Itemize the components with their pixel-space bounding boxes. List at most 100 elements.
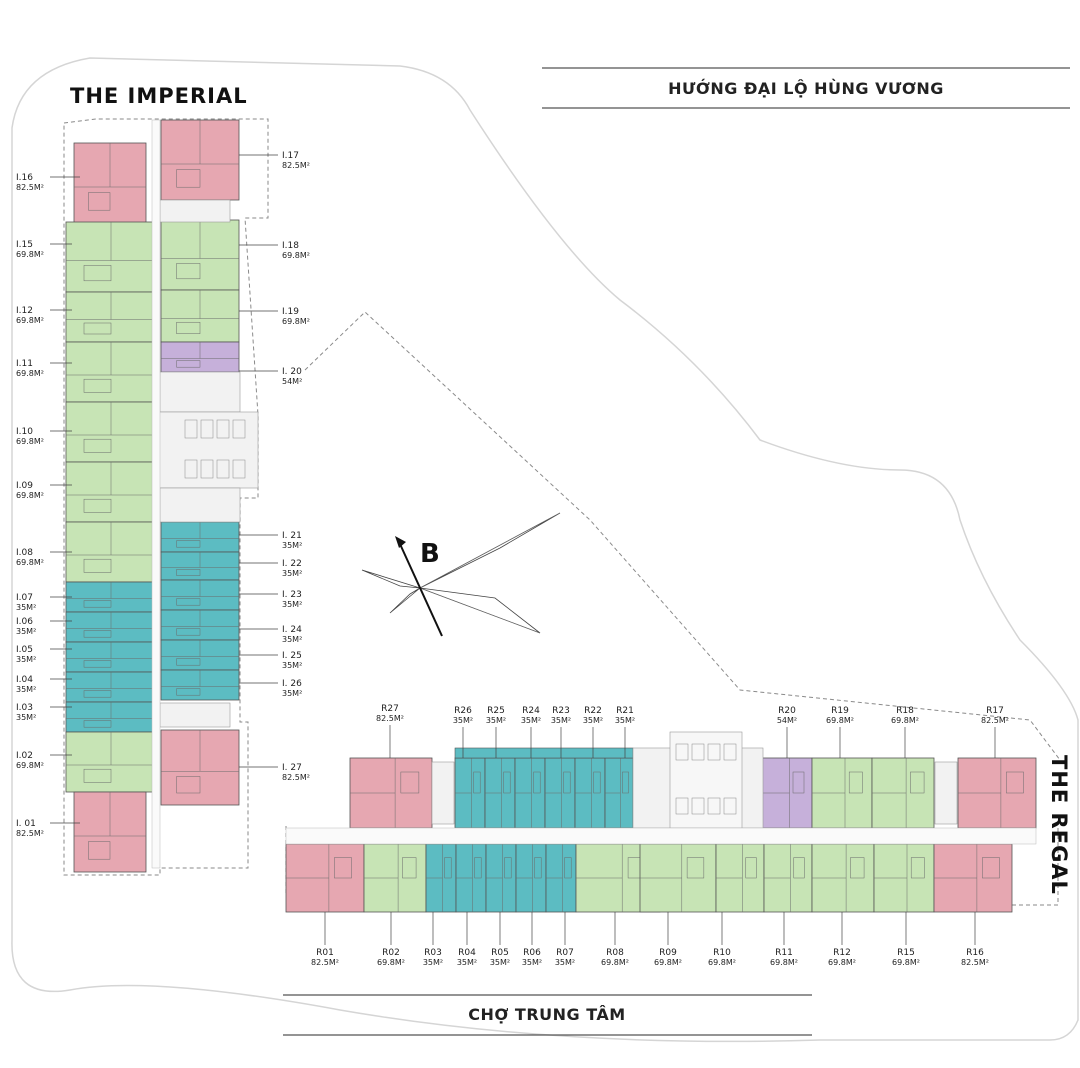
unit-code: R06 [523,948,541,958]
unit-r18[interactable] [871,757,935,829]
unit-r23[interactable] [544,757,576,829]
unit-area: 35M² [282,569,302,578]
unit-i27[interactable] [160,729,240,806]
unit-area: 35M² [282,661,302,670]
unit-code: I.19 [282,307,299,317]
unit-code: R18 [896,706,914,716]
unit-i18[interactable] [160,219,240,291]
unit-i05[interactable] [65,641,157,673]
unit-i21[interactable] [160,521,240,553]
unit-r11[interactable] [763,843,813,913]
unit-i01[interactable] [73,791,147,873]
unit-r20[interactable] [761,757,813,829]
unit-code: R11 [775,948,793,958]
unit-area: 35M² [16,713,36,722]
unit-code: I.04 [16,675,33,685]
unit-r09[interactable] [639,843,717,913]
unit-area: 69.8M² [891,716,919,725]
unit-area: 35M² [282,635,302,644]
unit-area: 82.5M² [282,161,310,170]
unit-r12[interactable] [811,843,875,913]
unit-i17[interactable] [160,119,240,201]
unit-i10[interactable] [65,401,157,463]
unit-code: I.10 [16,427,33,437]
unit-r10[interactable] [715,843,765,913]
imperial-title: THE IMPERIAL [70,84,248,108]
compass-arrow-icon [395,536,406,548]
unit-r22[interactable] [574,757,606,829]
unit-i06[interactable] [65,611,157,643]
unit-code: R08 [606,948,624,958]
unit-r24[interactable] [514,757,546,829]
unit-area: 82.5M² [311,958,339,967]
unit-code: I.07 [16,593,33,603]
unit-r04[interactable] [455,843,487,913]
unit-r02[interactable] [363,843,427,913]
unit-i22[interactable] [160,551,240,581]
unit-r17[interactable] [957,757,1037,829]
unit-code: R19 [831,706,849,716]
unit-area: 69.8M² [282,317,310,326]
unit-code: R16 [966,948,984,958]
site-boundary [11,57,1079,1043]
unit-area: 35M² [490,958,510,967]
unit-code: R04 [458,948,476,958]
unit-code: I. 25 [282,651,302,661]
unit-code: R24 [522,706,540,716]
unit-code: R09 [659,948,677,958]
unit-r03[interactable] [425,843,457,913]
unit-area: 35M² [282,689,302,698]
unit-i16[interactable] [73,142,147,224]
unit-r19[interactable] [811,757,873,829]
unit-i15[interactable] [65,221,157,293]
unit-area: 69.8M² [282,251,310,260]
unit-area: 69.8M² [377,958,405,967]
unit-code: R27 [381,704,399,714]
unit-area: 82.5M² [376,714,404,723]
unit-i04[interactable] [65,671,157,703]
unit-i23[interactable] [160,579,240,611]
unit-i02[interactable] [65,731,157,793]
unit-code: I.05 [16,645,33,655]
unit-area: 35M² [615,716,635,725]
unit-code: R26 [454,706,472,716]
unit-i20[interactable] [160,341,240,373]
unit-r16[interactable] [933,843,1013,913]
unit-code: I.12 [16,306,33,316]
unit-area: 82.5M² [961,958,989,967]
unit-labels: I.1682.5M²I.1569.8M²I.1269.8M²I.1169.8M²… [16,151,1009,967]
unit-i26[interactable] [160,669,240,701]
unit-r21[interactable] [604,757,634,829]
unit-r05[interactable] [485,843,517,913]
unit-i25[interactable] [160,639,240,671]
unit-area: 35M² [521,716,541,725]
unit-r26[interactable] [454,757,486,829]
unit-r06[interactable] [515,843,547,913]
unit-area: 82.5M² [282,773,310,782]
unit-r07[interactable] [545,843,577,913]
unit-r25[interactable] [484,757,516,829]
unit-i03[interactable] [65,701,157,733]
unit-r15[interactable] [873,843,935,913]
unit-area: 82.5M² [16,829,44,838]
unit-area: 35M² [423,958,443,967]
unit-code: R17 [986,706,1004,716]
unit-i11[interactable] [65,341,157,403]
unit-code: R25 [487,706,505,716]
unit-code: I.09 [16,481,33,491]
unit-i12[interactable] [65,291,157,343]
unit-i09[interactable] [65,461,157,523]
unit-r27[interactable] [349,757,433,829]
unit-code: I. 24 [282,625,302,635]
compass-label: B [420,539,440,569]
unit-i19[interactable] [160,289,240,343]
courtyard-dashed-outline [304,311,1061,761]
unit-i07[interactable] [65,581,157,613]
unit-code: R02 [382,948,400,958]
unit-r01[interactable] [285,843,365,913]
unit-area: 35M² [551,716,571,725]
unit-area: 69.8M² [16,558,44,567]
unit-i08[interactable] [65,521,157,583]
unit-i24[interactable] [160,609,240,641]
